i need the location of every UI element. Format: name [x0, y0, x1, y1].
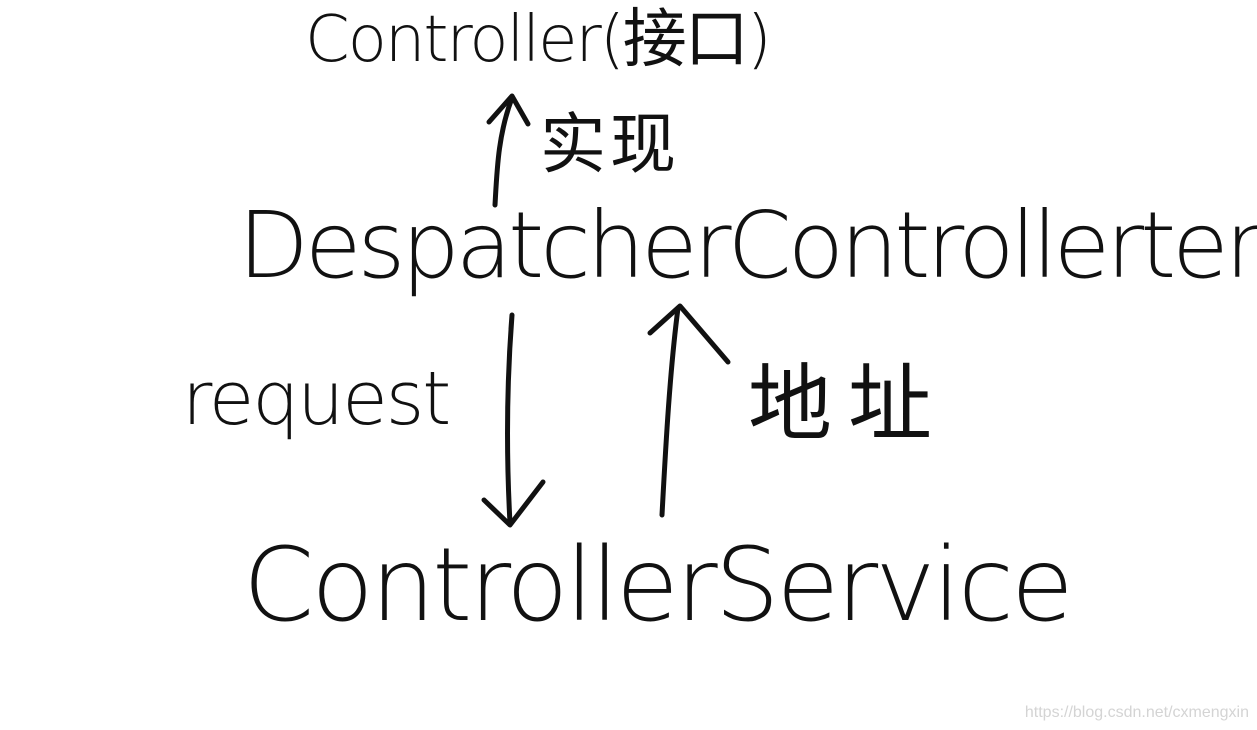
watermark-text: https://blog.csdn.net/cxmengxin: [1024, 704, 1249, 721]
node-controller-interface: Controller(接口): [305, 3, 772, 77]
edge-label-implements: 实现: [540, 106, 680, 183]
arrow-address-shaft: [659, 305, 681, 518]
node-controller-service: ControllerService: [243, 526, 1074, 645]
arrow-implements: [486, 93, 531, 208]
arrow-implements-shaft: [492, 95, 515, 208]
arrow-request-head: [481, 479, 546, 528]
arrow-request: [481, 312, 546, 528]
arrow-address-head: [647, 303, 731, 365]
arrow-request-shaft: [505, 312, 515, 526]
arrow-address: [647, 303, 731, 518]
node-despatcher-controller: DespatcherControllerter: [238, 192, 1257, 299]
edge-label-address: 地址: [748, 355, 949, 453]
edge-label-request: request: [182, 356, 451, 442]
arrow-implements-head: [486, 93, 531, 127]
